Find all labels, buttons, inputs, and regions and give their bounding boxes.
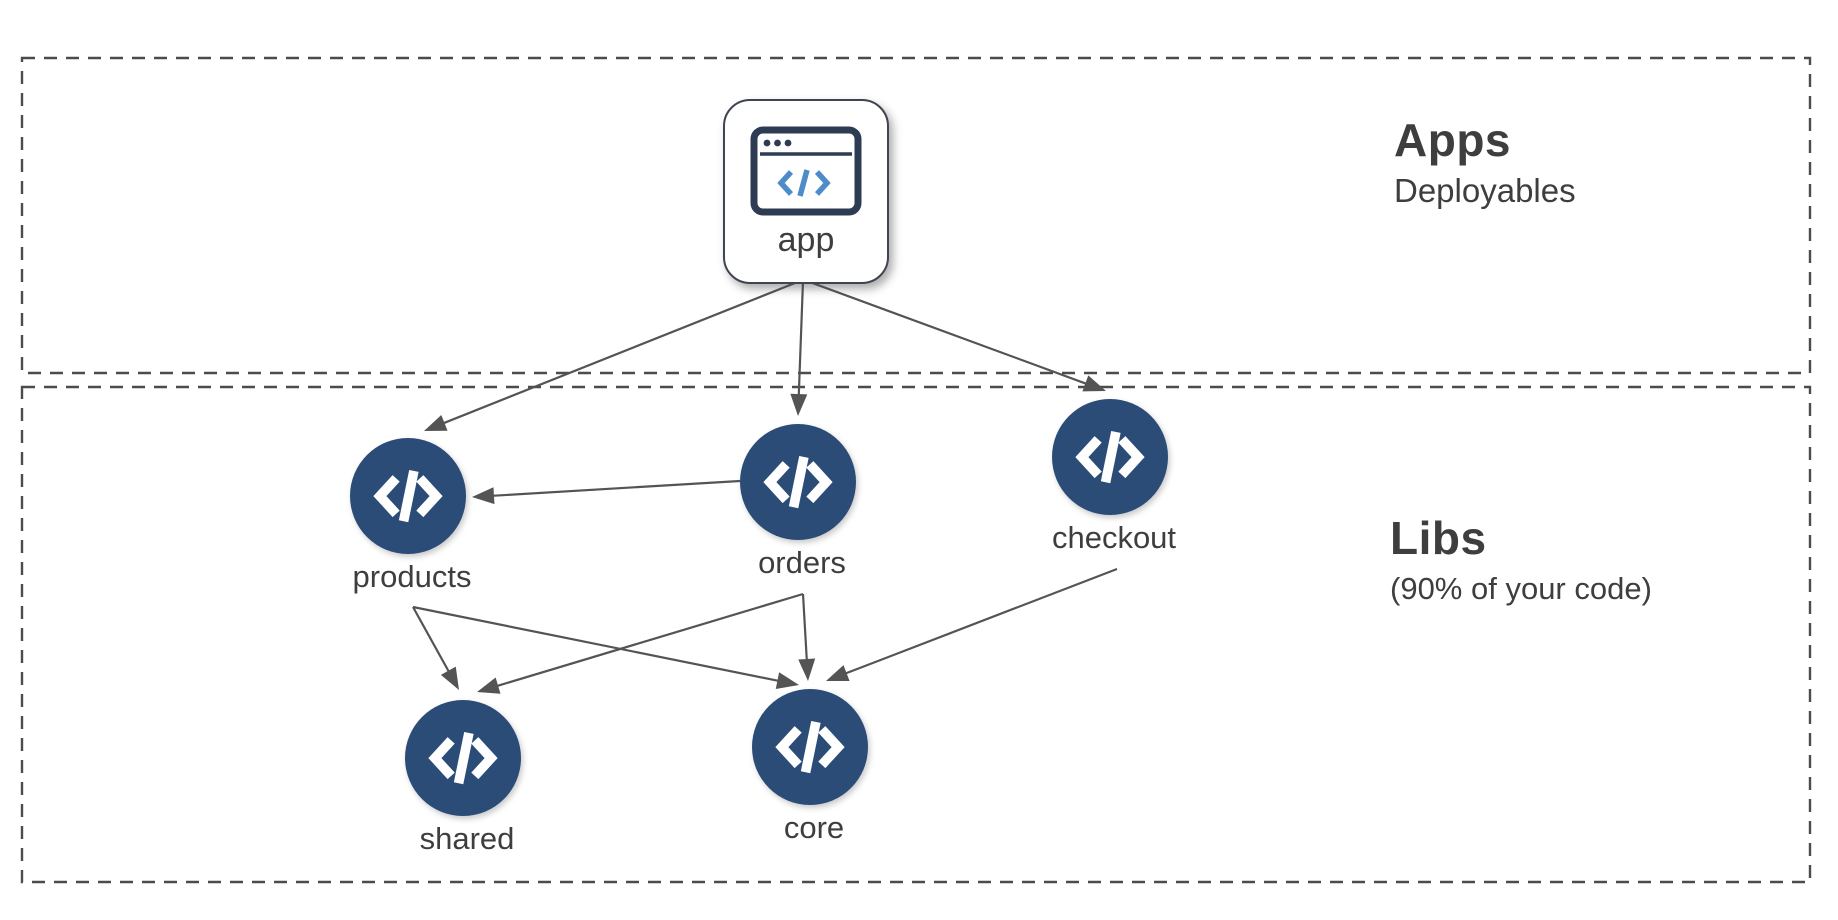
- arrowhead-products-to-shared: [440, 666, 459, 690]
- arrowhead-app-to-products: [424, 414, 448, 431]
- node-shared: [405, 700, 521, 816]
- node-label-shared: shared: [419, 821, 515, 856]
- apps-title: Apps: [1394, 114, 1511, 166]
- arrowhead-orders-to-core: [798, 658, 816, 681]
- code-icon: [775, 720, 845, 774]
- edge-orders-to-products: [489, 479, 741, 498]
- code-icon: [1075, 430, 1145, 484]
- node-label-app: app: [777, 221, 835, 259]
- edge-app-to-checkout: [806, 279, 1090, 386]
- arrowhead-products-to-core: [775, 672, 799, 689]
- arrowhead-app-to-checkout: [1082, 375, 1106, 392]
- arrowhead-checkout-to-core: [826, 665, 850, 682]
- libs-subtitle: (90% of your code): [1390, 571, 1652, 606]
- node-checkout: [1052, 399, 1168, 515]
- libs-title: Libs: [1390, 512, 1487, 564]
- node-products: [350, 438, 466, 554]
- edge-orders-to-core: [801, 593, 809, 664]
- browser-code-icon: [750, 126, 862, 216]
- arrowhead-app-to-orders: [790, 393, 808, 416]
- apps-section-label: Apps Deployables: [1394, 112, 1576, 211]
- libs-section-box: [20, 385, 1812, 884]
- node-orders: [740, 424, 856, 540]
- code-icon: [428, 731, 498, 785]
- code-icon: [373, 469, 443, 523]
- node-label-checkout: checkout: [1051, 520, 1177, 555]
- libs-section-label: Libs (90% of your code): [1390, 510, 1652, 609]
- edge-orders-to-shared: [493, 592, 804, 688]
- node-label-core: core: [783, 810, 845, 845]
- edge-products-to-shared: [412, 606, 452, 675]
- node-label-products: products: [352, 559, 472, 594]
- arrowhead-orders-to-products: [472, 487, 495, 505]
- edge-products-to-core: [412, 605, 782, 683]
- edge-app-to-orders: [797, 280, 805, 399]
- apps-section-box: [20, 56, 1812, 375]
- edge-app-to-products: [440, 279, 801, 426]
- node-app: app: [723, 99, 889, 284]
- code-icon: [763, 455, 833, 509]
- node-core: [752, 689, 868, 805]
- arrowhead-orders-to-shared: [477, 677, 501, 694]
- apps-subtitle: Deployables: [1394, 172, 1576, 209]
- edge-checkout-to-core: [842, 567, 1118, 676]
- node-label-orders: orders: [758, 545, 846, 580]
